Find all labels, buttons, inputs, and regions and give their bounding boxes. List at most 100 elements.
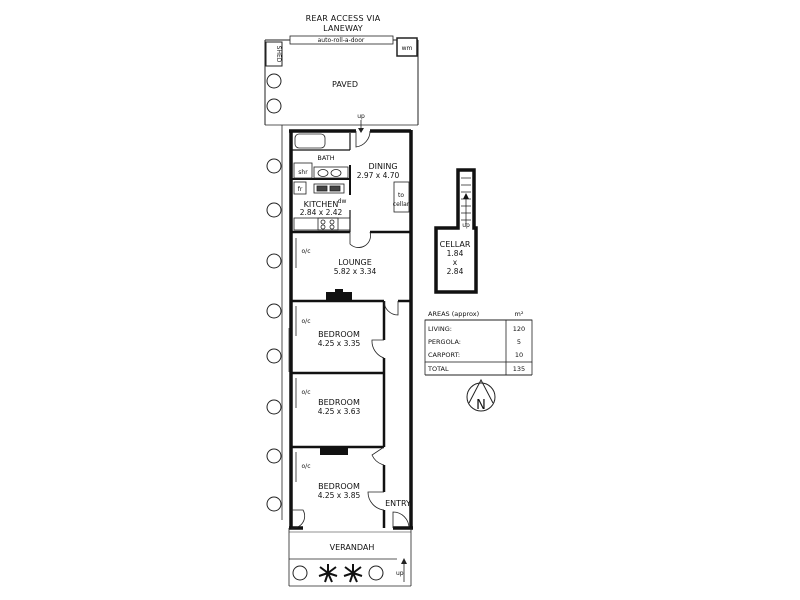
oc-label: o/c	[302, 318, 311, 325]
cooktop-burner	[320, 219, 326, 225]
house-walls	[289, 129, 413, 530]
cellar-stair-opening	[393, 181, 410, 213]
kitchen-dims: 2.84 x 2.42	[300, 208, 343, 217]
cellar-up-label: up	[462, 222, 470, 229]
cellar-dim-2: 2.84	[447, 267, 464, 276]
tree-icon	[266, 202, 282, 218]
shrub-icon	[292, 565, 308, 581]
cooktop-burner	[329, 224, 335, 230]
wm-label: wm	[402, 45, 413, 52]
fireplace-icon	[320, 447, 348, 455]
door-swing	[355, 130, 371, 148]
area-row-value: 5	[517, 338, 521, 346]
up-rear-arrowhead	[358, 128, 364, 133]
cooktop-burner	[329, 219, 335, 225]
kitchen-fixtures	[293, 181, 351, 231]
bedroom1-dims: 4.25 x 3.35	[318, 339, 361, 348]
paved-label: PAVED	[332, 80, 358, 89]
side-door-swing	[290, 509, 306, 529]
cellar-x: x	[453, 258, 458, 267]
lounge-dims: 5.82 x 3.34	[334, 267, 377, 276]
kitchen-name: KITCHEN	[304, 200, 339, 209]
roller-door-label: auto-roll-a-door	[318, 37, 365, 44]
tree-icon	[266, 253, 282, 269]
fireplace-icon	[335, 289, 343, 292]
header-line-1: REAR ACCESS VIA	[306, 14, 381, 23]
palm-icon	[343, 564, 363, 583]
to-cellar-label-2: cellar	[393, 201, 410, 208]
verandah-label: VERANDAH	[330, 543, 375, 552]
door-swing	[383, 300, 399, 316]
area-row-value: 10	[515, 351, 523, 359]
shed-label: SHED	[275, 46, 282, 63]
sink-bowl	[316, 185, 328, 192]
door-swing	[371, 339, 385, 359]
tree-icon	[266, 73, 282, 89]
benchtop	[293, 217, 351, 231]
basin-icon	[317, 169, 329, 177]
cellar	[434, 168, 478, 294]
palm-icon	[318, 564, 338, 583]
tree-icon	[266, 303, 282, 319]
up-rear-label: up	[357, 113, 365, 120]
verandah	[288, 528, 412, 587]
header-line-2: LANEWAY	[323, 24, 363, 33]
bedroom3-dims: 4.25 x 3.85	[318, 491, 361, 500]
up-front-arrowhead	[401, 558, 407, 564]
area-row-label: LIVING:	[428, 325, 452, 333]
area-row-value: 120	[513, 325, 525, 333]
entry-label: ENTRY	[385, 499, 411, 508]
fridge-label: fr	[298, 186, 303, 193]
bathtub-icon	[294, 133, 326, 149]
cellar-name: CELLAR	[440, 240, 471, 249]
tree-icon	[266, 399, 282, 415]
shed	[265, 41, 283, 67]
door-swing	[367, 491, 385, 511]
front-garden	[292, 564, 384, 583]
roller-door	[289, 35, 394, 45]
oc-label: o/c	[302, 248, 311, 255]
cellar-dim-1: 1.84	[447, 249, 464, 258]
basin-icon	[330, 169, 342, 177]
vanity	[313, 166, 349, 179]
doors	[290, 130, 410, 529]
washing-machine	[396, 37, 418, 57]
north-compass-icon: N	[466, 378, 496, 413]
shower	[293, 162, 313, 179]
area-total-label: TOTAL	[427, 365, 449, 373]
bedroom3-name: BEDROOM	[318, 482, 360, 491]
dining-name: DINING	[368, 162, 397, 171]
dishwasher-label: dw	[338, 198, 347, 205]
area-row-label: CARPORT:	[428, 351, 460, 359]
cooktop-burner	[320, 224, 326, 230]
rear-yard: auto-roll-a-door wm SHED PAVED up	[264, 35, 419, 133]
sink-icon	[313, 183, 345, 194]
tree-icon	[266, 98, 282, 114]
area-row-label: PERGOLA:	[428, 338, 461, 346]
door-swing	[349, 231, 371, 248]
bath-label: BATH	[317, 154, 334, 162]
fireplace-icon	[326, 292, 352, 301]
tree-icon	[266, 448, 282, 464]
shrub-icon	[368, 565, 384, 581]
areas-unit: m²	[515, 310, 524, 318]
areas-table: AREAS (approx) m² LIVING: 120 PERGOLA: 5…	[424, 310, 533, 376]
area-total-value: 135	[513, 365, 525, 373]
tree-icon	[266, 496, 282, 512]
trees	[266, 73, 282, 512]
lounge-name: LOUNGE	[338, 258, 372, 267]
bedroom1-name: BEDROOM	[318, 330, 360, 339]
fireplaces	[320, 289, 352, 455]
oc-label: o/c	[302, 389, 311, 396]
to-cellar-label-1: to	[398, 192, 404, 199]
oc-label: o/c	[302, 463, 311, 470]
door-swing	[371, 446, 385, 466]
dining-dims: 2.97 x 4.70	[357, 171, 400, 180]
shower-label: shr	[298, 169, 308, 176]
compass-letter: N	[476, 398, 486, 413]
sink-bowl	[329, 185, 341, 192]
bath-fixtures	[293, 133, 349, 179]
bedroom2-dims: 4.25 x 3.63	[318, 407, 361, 416]
tree-icon	[266, 348, 282, 364]
